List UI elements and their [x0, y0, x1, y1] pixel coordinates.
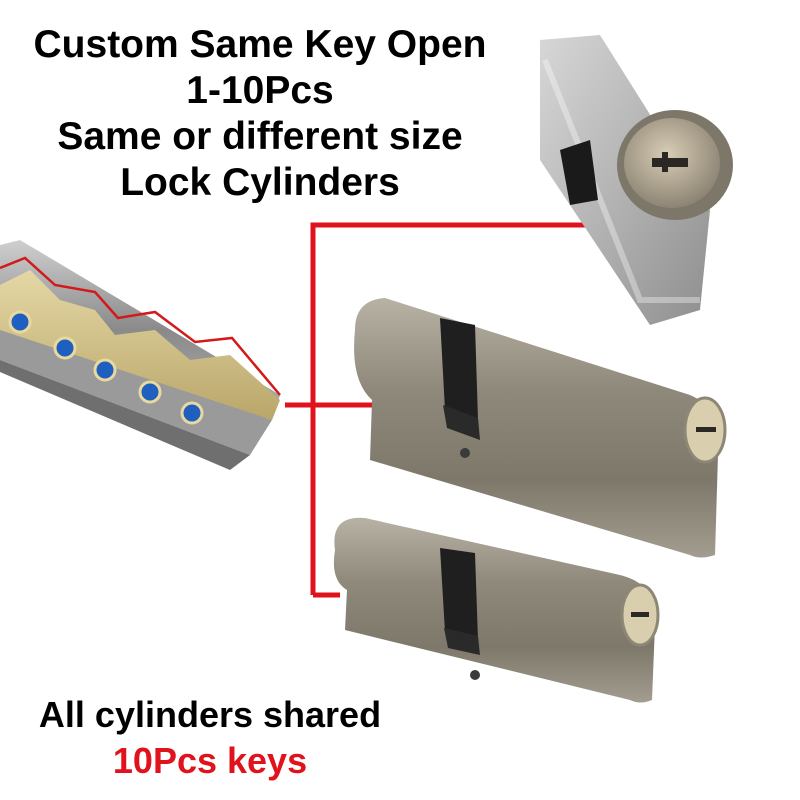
headline: Custom Same Key Open 1-10Pcs Same or dif…	[0, 22, 520, 206]
cylinder-middle-image	[354, 298, 727, 558]
connector-trunk	[310, 222, 585, 595]
key-closeup-image	[0, 240, 281, 470]
footer-line-2: 10Pcs keys	[112, 740, 308, 781]
headline-line-1: Custom Same Key Open	[33, 23, 487, 66]
headline-line-4: Lock Cylinders	[120, 161, 400, 204]
connector-lines	[285, 222, 585, 598]
footer-line-1: All cylinders shared	[38, 694, 382, 735]
cylinder-bottom-image	[333, 517, 660, 703]
headline-line-2: 1-10Pcs	[186, 69, 334, 112]
headline-line-3: Same or different size	[57, 115, 463, 158]
cylinder-top-image	[540, 35, 733, 325]
key-pins	[8, 310, 204, 425]
footer: All cylinders shared 10Pcs keys	[10, 692, 410, 784]
